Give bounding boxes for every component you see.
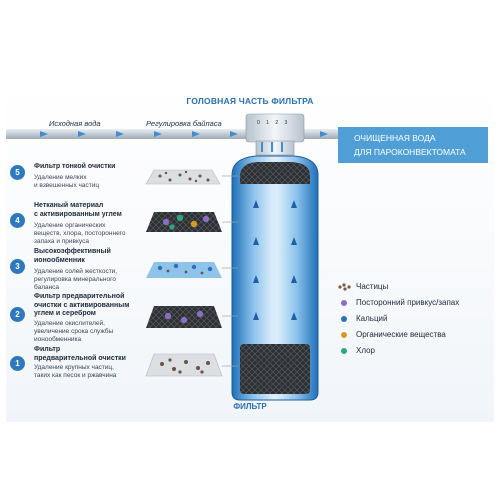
inlet-pipe (6, 129, 248, 139)
legend-organics: Органические вещества (356, 330, 446, 339)
flow-arrows-inlet (40, 131, 238, 137)
orange-dot-icon (341, 332, 347, 338)
sample-stage-4 (146, 212, 222, 232)
stage-badge-5: 5 (10, 165, 25, 180)
sample-stage-2 (146, 306, 222, 328)
purple-dot-icon (341, 300, 347, 306)
blue-dot-icon (341, 316, 347, 322)
filter-head (245, 113, 305, 143)
stage-badge-1: 1 (10, 356, 25, 371)
legend-taste-odor: Посторонний привкус/запах (356, 298, 460, 307)
stage-2-desc: Удаление окислителей,увеличение срока сл… (34, 320, 114, 343)
bypass-scale: 0 1 2 3 (257, 120, 290, 126)
sample-stage-1 (145, 353, 223, 377)
output-line-2: ДЛЯ ПАРОКОНВЕКТОМАТА (354, 147, 466, 157)
green-dot-icon (341, 348, 347, 354)
particles-icon (338, 283, 351, 291)
connector-lines (222, 175, 238, 367)
output-line-1: ОЧИЩЕННАЯ ВОДА (354, 133, 436, 143)
head-channels (261, 142, 283, 152)
output-box: ОЧИЩЕННАЯ ВОДА ДЛЯ ПАРОКОНВЕКТОМАТА (338, 127, 488, 163)
stage-badge-4: 4 (10, 213, 25, 228)
filter-head-title: ГОЛОВНАЯ ЧАСТЬ ФИЛЬТРА (186, 96, 314, 106)
stage-badge-3: 3 (10, 259, 25, 274)
carbon-cartridge (240, 344, 310, 394)
stage-5-title: Фильтр тонкой очистки (34, 163, 116, 170)
flow-arrows-up (253, 200, 297, 320)
legend-particles: Частицы (356, 282, 389, 291)
filter-label: ФИЛЬТР (233, 402, 267, 411)
legend-chlorine: Хлор (356, 346, 375, 355)
sample-stage-3 (146, 262, 222, 278)
stage-badge-2: 2 (10, 307, 25, 322)
filter-head-neck (255, 140, 295, 156)
tank-top-cap (240, 162, 310, 184)
input-water-label: Исходная вода (49, 119, 101, 128)
tank-center-tube (271, 158, 279, 396)
stage-3-desc: Удаление солей жесткости,регулировка мин… (34, 268, 118, 291)
flow-arrow-outlet (320, 131, 328, 137)
sample-stage-5 (145, 169, 221, 185)
bypass-label: Регулировка байпаса (146, 119, 222, 128)
legend-calcium: Кальций (356, 314, 388, 323)
stage-1-desc: Удаление крупных частиц,таких как песок … (34, 364, 117, 379)
